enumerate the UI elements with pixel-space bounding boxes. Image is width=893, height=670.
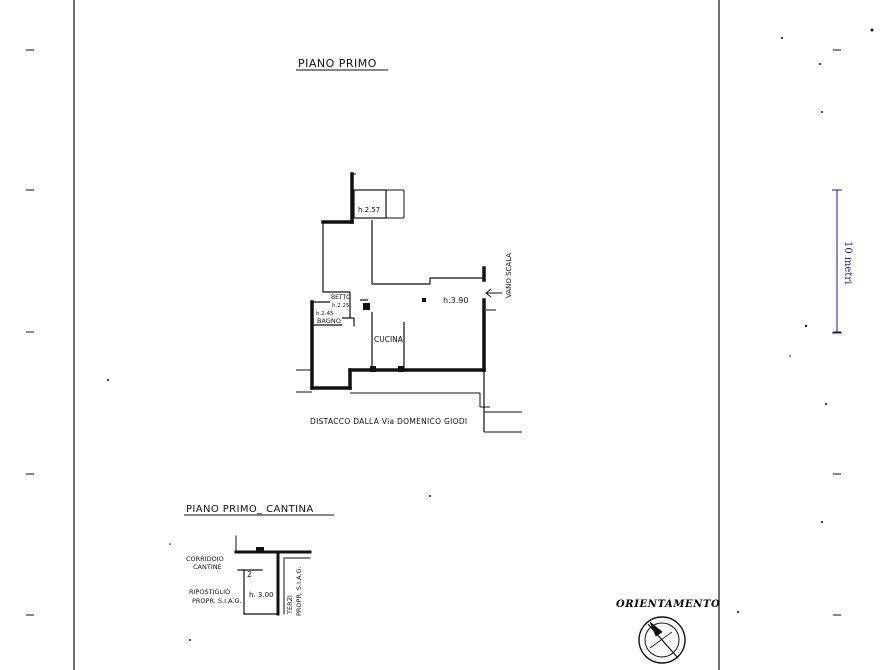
first-floor-title: PIANO PRIMO xyxy=(298,57,377,70)
bath-height: h.2.45 xyxy=(316,311,334,317)
main-room-height: h.3.90 xyxy=(443,296,468,305)
small-room-height: h.2.57 xyxy=(358,206,380,214)
third-party-label-1: TERZI xyxy=(286,595,294,615)
scale-bar-label: 10 metri xyxy=(842,241,853,284)
compass-icon xyxy=(638,616,686,664)
sheet-frame xyxy=(73,0,720,670)
corridor-label-1: CORRIDOIO xyxy=(186,555,224,563)
stair-label: VANO SCALA xyxy=(505,253,513,298)
storage-height: h. 3.00 xyxy=(249,591,273,599)
margin-specks xyxy=(107,28,874,641)
third-party-label-2: PROPR. S.I.A.G. xyxy=(295,566,303,616)
orientation-block: ORIENTAMENTO xyxy=(616,599,720,664)
first-floor-plan: PIANO PRIMO h.2.57 xyxy=(296,57,522,433)
left-margin-ticks xyxy=(26,49,34,616)
wc-height: h.2.25 xyxy=(332,303,350,309)
balcony-strip xyxy=(296,369,522,433)
exterior-walls xyxy=(310,172,486,390)
wc-label: BETTO xyxy=(331,294,351,301)
orientation-label: ORIENTAMENTO xyxy=(616,599,720,610)
cellar-title: PIANO PRIMO_ CANTINA xyxy=(186,504,314,515)
storage-label-2: PROPR. S.I.A.G. xyxy=(192,597,242,605)
setback-label: DISTACCO DALLA Via DOMENICO GIODI xyxy=(310,417,467,426)
storage-label-1: RIPOSTIGLIO xyxy=(189,588,230,596)
cellar-room-number: 2 xyxy=(247,570,252,579)
kitchen-label: CUCINA xyxy=(374,335,404,344)
bath-label: BAGNO xyxy=(317,317,341,325)
column-markers xyxy=(363,298,426,372)
scale-bar: 10 metri xyxy=(832,189,853,334)
stair-marker xyxy=(485,288,502,311)
corridor-label-2: CANTINE xyxy=(193,563,222,571)
cellar-markers xyxy=(256,547,264,553)
cellar-plan: PIANO PRIMO_ CANTINA CORRIDOIO CANTINE 2… xyxy=(184,504,334,616)
small-room-upper xyxy=(352,173,405,219)
interior-walls xyxy=(312,220,484,370)
cellar-walls xyxy=(234,535,312,616)
